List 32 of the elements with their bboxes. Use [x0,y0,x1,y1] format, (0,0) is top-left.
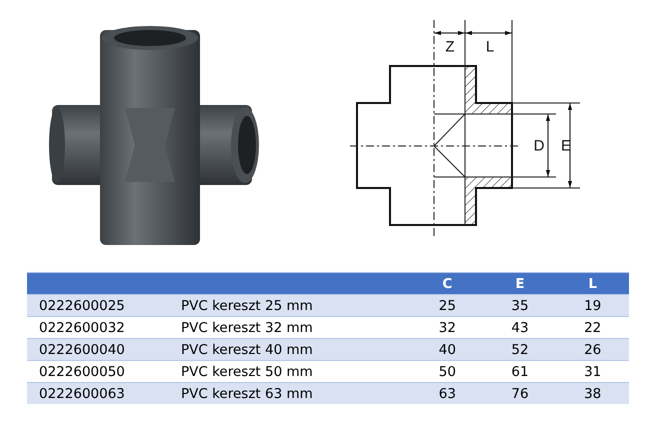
number-cell: 40 [438,342,456,358]
number-cell: 43 [511,320,529,336]
code-cell: 0222600040 [39,342,125,358]
number-cell: E [515,276,525,292]
number-cell: 35 [511,298,529,314]
number-cell: 50 [438,364,456,380]
number-cell: 26 [584,342,602,358]
number-cell: 31 [584,364,602,380]
dimension-label: D [534,138,544,154]
code-cell: 0222600063 [39,386,125,402]
dimension-label: L [486,40,494,54]
name-cell: PVC kereszt 32 mm [181,320,313,336]
code-cell: 0222600025 [39,298,125,314]
number-cell: 61 [511,364,529,380]
number-cell: 63 [438,386,456,402]
code-cell: 0222600050 [39,364,125,380]
dimension-label: E [561,138,571,154]
number-cell: 22 [584,320,602,336]
number-cell: 76 [511,386,529,402]
name-cell: PVC kereszt 40 mm [181,342,313,358]
number-cell: 32 [438,320,456,336]
number-cell: 52 [511,342,529,358]
code-cell: 0222600032 [39,320,125,336]
number-cell: 25 [438,298,456,314]
number-cell: 38 [584,386,602,402]
number-cell: 19 [584,298,602,314]
number-cell: C [442,276,452,292]
name-cell: PVC kereszt 25 mm [181,298,313,314]
number-cell: L [588,276,597,292]
name-cell: PVC kereszt 50 mm [181,364,313,380]
name-cell: PVC kereszt 63 mm [181,386,313,402]
dimension-label: Z [445,40,455,54]
